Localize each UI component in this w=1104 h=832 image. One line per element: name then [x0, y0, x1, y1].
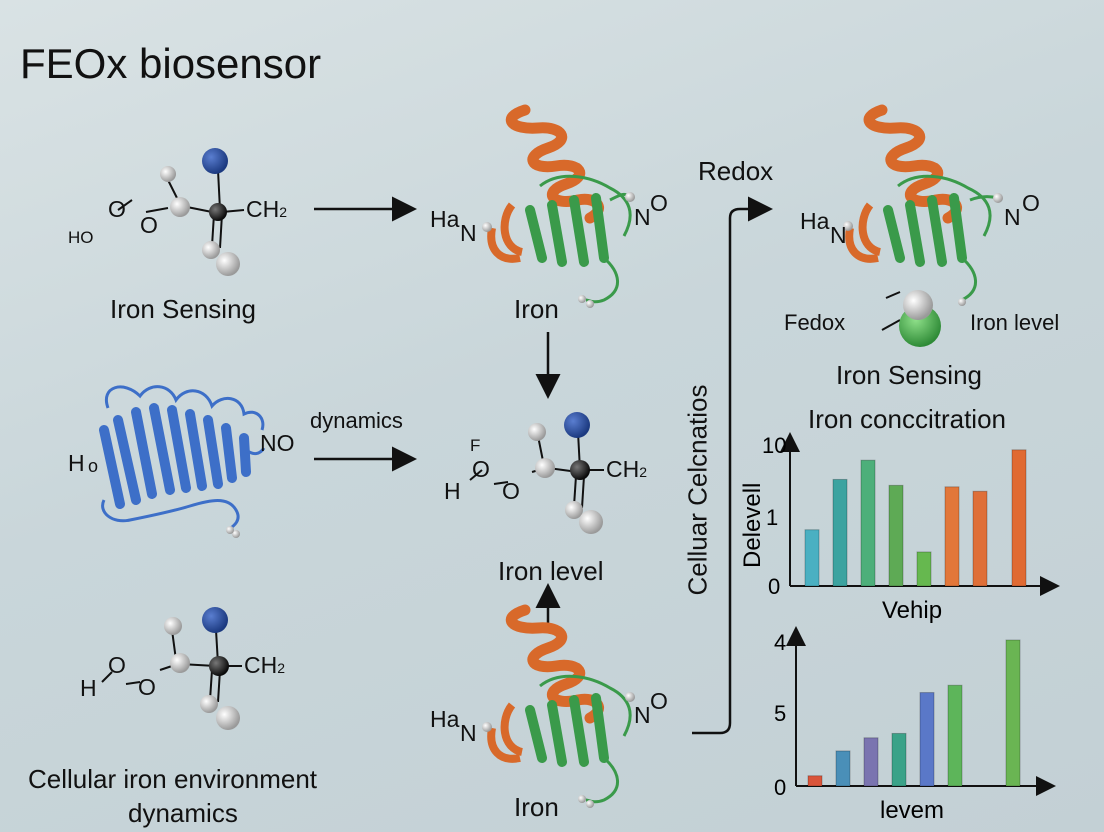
protein-right-right: N	[1004, 204, 1021, 230]
label-iron-sensing-1: Iron Sensing	[110, 294, 256, 324]
protein-right-right2: O	[1022, 190, 1040, 216]
label-redox: Redox	[698, 156, 774, 186]
chart2-bar-3	[863, 737, 879, 787]
label-iron-level-right: Iron level	[970, 310, 1060, 335]
m3-sub: 2	[277, 660, 286, 676]
protein-right-left: Ha	[800, 208, 830, 234]
chart2-bar-7	[1005, 639, 1021, 787]
molecule-3	[101, 607, 242, 730]
protein-blue-left: H	[68, 450, 85, 476]
protein-bottom-right: N	[634, 702, 651, 728]
m1-left: HO	[68, 228, 94, 247]
chart2-bar-6	[947, 684, 963, 787]
molecule-1	[117, 148, 245, 276]
label-cellular-env-1: Cellular iron environment	[28, 764, 318, 794]
chart1-bar-1	[804, 529, 820, 587]
chart2-bar-4	[891, 732, 907, 787]
protein-right-left2: N	[830, 222, 847, 248]
arrow-redox	[692, 196, 773, 735]
chart1-bar-2	[832, 478, 848, 587]
chart1-ylabel: Delevell	[739, 483, 766, 568]
chart1-bar-7	[972, 490, 988, 587]
label-fedox: Fedox	[784, 310, 846, 335]
label-dynamics: dynamics	[310, 408, 403, 433]
chart2-ytick-1: 5	[774, 701, 786, 726]
m3-right: CH	[244, 652, 278, 678]
page-title: FEOx biosensor	[20, 40, 322, 87]
protein-blue-left2: o	[88, 456, 99, 476]
chart2-bar-5	[919, 692, 935, 787]
chart1-bar-3	[860, 459, 876, 587]
label-iron-1: Iron	[514, 294, 559, 324]
protein-blue-right: NO	[260, 430, 295, 456]
label-cellular-env-2: dynamics	[128, 798, 238, 828]
chart1-ytick-1: 1	[766, 505, 778, 530]
chart1-bar-6	[944, 486, 960, 587]
label-iron-2: Iron	[514, 792, 559, 822]
m2-sub: 2	[639, 464, 648, 480]
m2-right: CH	[606, 456, 640, 482]
protein-top-right: N	[634, 204, 651, 230]
molecule-2	[469, 412, 604, 534]
chart1-bar-8	[1011, 449, 1027, 587]
m1-right: CH	[246, 196, 280, 222]
chart1-bar-4	[888, 484, 904, 587]
protein-top-left: Ha	[430, 206, 460, 232]
chart1-ytick-0: 10	[762, 433, 786, 458]
m2-left: H	[444, 478, 461, 504]
protein-bottom-right2: O	[650, 688, 668, 714]
m1-sub: 2	[279, 204, 288, 220]
m1-o1: O	[108, 196, 126, 222]
label-iron-level-center: Iron level	[498, 556, 604, 586]
chart2-bar-2	[835, 750, 851, 787]
chart2-ytick-0: 4	[774, 630, 786, 655]
m1-o2: O	[140, 212, 158, 238]
chart2-xlabel: levem	[880, 797, 944, 824]
m3-left: H	[80, 675, 97, 701]
protein-bottom-left2: N	[460, 720, 477, 746]
label-iron-concentration: Iron conccitration	[808, 404, 1006, 434]
protein-right	[843, 104, 1003, 347]
chart1-xlabel: Vehip	[882, 597, 942, 624]
chart2-bar-1	[807, 775, 823, 787]
m2-o1: O	[472, 456, 490, 482]
protein-top-right2: O	[650, 190, 668, 216]
protein-bottom	[482, 604, 635, 808]
chart1-bar-5	[916, 551, 932, 587]
m3-o1: O	[108, 652, 126, 678]
protein-top-left2: N	[460, 220, 477, 246]
protein-bottom-left: Ha	[430, 706, 460, 732]
m2-o2: O	[502, 478, 520, 504]
m2-top: F	[470, 436, 481, 455]
m3-o2: O	[138, 674, 156, 700]
protein-blue	[99, 385, 266, 538]
label-iron-sensing-2: Iron Sensing	[836, 360, 982, 390]
protein-top	[482, 104, 635, 308]
chart2-ytick-2: 0	[774, 775, 786, 800]
chart1-ytick-2: 0	[768, 574, 780, 599]
